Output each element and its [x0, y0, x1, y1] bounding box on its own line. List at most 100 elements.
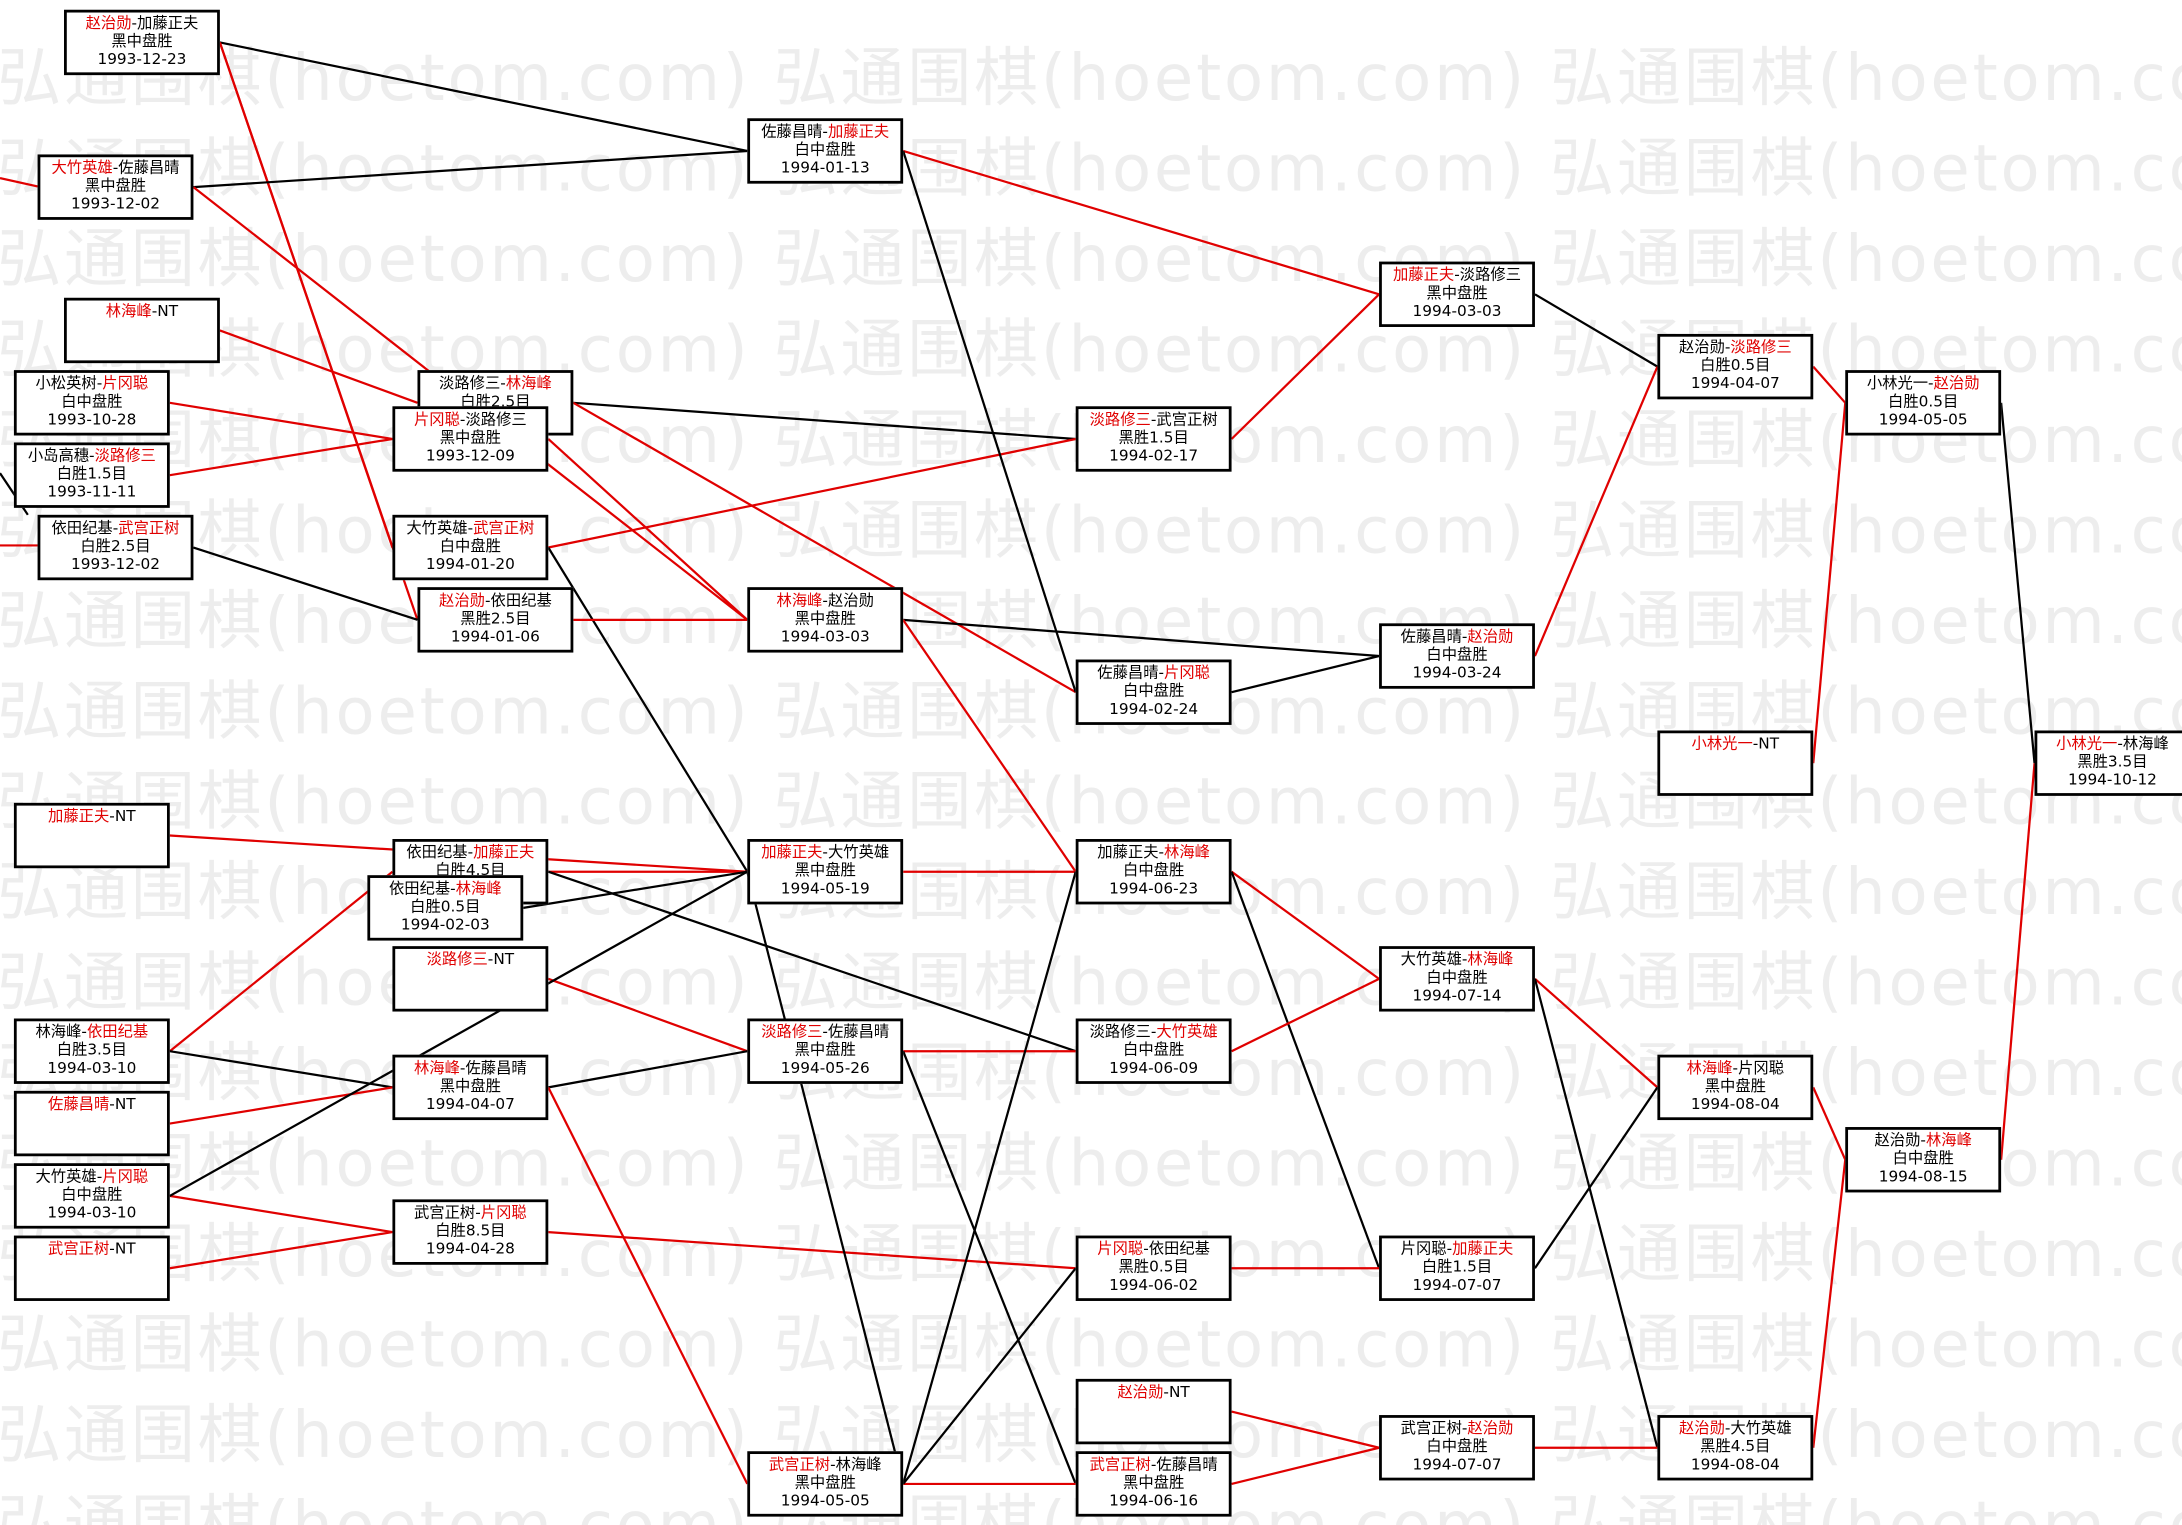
player-left: 佐藤昌晴 [48, 1095, 110, 1114]
match-result: 黑中盘胜 [794, 1473, 856, 1492]
match-box: 林海峰-NT [64, 297, 220, 364]
match-result: 黑中盘胜 [1426, 283, 1488, 302]
connector-line [548, 437, 1076, 549]
player-left: 片冈聪 [1400, 1239, 1447, 1258]
connector-line [547, 1086, 749, 1485]
match-players: 赵治勋-林海峰 [1848, 1131, 1998, 1149]
vs-dash: - [1461, 627, 1468, 646]
connector-line [1533, 366, 1659, 657]
player-right: 依田纪基 [490, 591, 552, 610]
match-players: 林海峰-佐藤昌晴 [395, 1059, 545, 1077]
match-result: 黑中盘胜 [439, 1076, 501, 1096]
match-date: 1994-08-04 [1690, 1455, 1780, 1474]
match-players: 小松英树-片冈聪 [17, 374, 167, 392]
player-right: NT [493, 950, 515, 969]
match-date: 1994-06-16 [1109, 1491, 1199, 1510]
player-left: 大竹英雄 [1400, 950, 1462, 969]
vs-dash: - [151, 301, 158, 321]
player-right: 赵治勋 [1933, 374, 1980, 393]
connector-line [902, 150, 1077, 693]
player-left: 加藤正夫 [48, 807, 110, 826]
vs-dash: - [467, 843, 474, 862]
vs-dash: - [487, 950, 494, 969]
connector-line [523, 870, 748, 909]
match-date: 1994-04-28 [425, 1239, 515, 1258]
match-date: 1993-11-11 [47, 482, 137, 501]
player-right: NT [114, 807, 136, 826]
match-result: 白中盘胜 [1426, 968, 1488, 987]
connector-line [902, 1267, 1077, 1485]
player-right: 片冈聪 [102, 1167, 149, 1186]
match-date: 1994-03-24 [1412, 663, 1502, 682]
match-date: 1994-05-05 [1878, 410, 1968, 429]
connector-line [1812, 365, 1847, 404]
player-left: 淡路修三 [761, 1022, 823, 1041]
vs-dash: - [109, 1239, 115, 1258]
match-date: 1993-12-23 [97, 50, 187, 69]
player-left: 大竹英雄 [51, 158, 113, 177]
connector-line [903, 618, 1380, 658]
player-left: 林海峰 [776, 591, 823, 610]
match-result: 黑中盘胜 [794, 1040, 856, 1059]
vs-dash: - [450, 879, 456, 898]
vs-dash: - [112, 158, 119, 177]
match-result: 白中盘胜 [1426, 1437, 1488, 1456]
vs-dash: - [96, 374, 103, 393]
player-left: 小林光一 [1866, 374, 1929, 393]
vs-dash: - [1461, 950, 1468, 969]
match-players: 武宫正树-佐藤昌晴 [1078, 1455, 1228, 1473]
vs-dash: - [96, 1167, 103, 1186]
player-right: 片冈聪 [1164, 663, 1210, 682]
match-result: 白中盘胜 [794, 140, 856, 159]
match-players: 林海峰-赵治勋 [750, 591, 900, 609]
match-players: 淡路修三-NT [395, 950, 545, 968]
match-date: 1994-03-03 [780, 627, 870, 646]
player-left: 淡路修三 [426, 950, 488, 969]
match-players: 武宫正树-NT [17, 1240, 167, 1258]
player-left: 依田纪基 [51, 518, 113, 538]
player-right: 加藤正夫 [827, 122, 890, 141]
match-players: 佐藤昌晴-片冈聪 [1078, 664, 1228, 682]
match-result: 黑胜3.5目 [2077, 752, 2148, 771]
player-left: 小松英树 [35, 374, 97, 393]
vs-dash: - [1724, 1419, 1731, 1438]
player-left: 佐藤昌晴 [761, 122, 823, 141]
connector-line [572, 401, 1077, 694]
player-right: 淡路修三 [1459, 265, 1521, 284]
match-players: 依田纪基-加藤正夫 [395, 843, 545, 861]
player-right: 依田纪基 [1148, 1239, 1210, 1258]
match-players: 佐藤昌晴-NT [17, 1095, 167, 1113]
vs-dash: - [1158, 843, 1165, 862]
vs-dash: - [81, 1022, 87, 1041]
vs-dash: - [1724, 338, 1731, 357]
player-left: 小岛高穗 [27, 446, 90, 465]
vs-dash: - [1461, 1419, 1468, 1438]
player-left: 片冈聪 [1097, 1239, 1144, 1258]
connector-line [548, 1230, 1076, 1270]
player-right: NT [1168, 1383, 1190, 1402]
player-left: 赵治勋 [1117, 1383, 1164, 1402]
player-right: 林海峰 [835, 1455, 882, 1474]
match-date: 1994-03-03 [1412, 301, 1502, 321]
vs-dash: - [1163, 1383, 1169, 1402]
connector-line [1230, 293, 1380, 440]
player-right: 片冈聪 [102, 374, 149, 393]
match-players: 赵治勋-加藤正夫 [67, 14, 217, 32]
match-players: 林海峰-片冈聪 [1660, 1059, 1810, 1077]
match-result: 白中盘胜 [61, 1185, 123, 1204]
vs-dash: - [822, 1022, 828, 1041]
connector-line [0, 177, 38, 188]
player-right: 依田纪基 [86, 1022, 149, 1041]
match-box: 加藤正夫-NT [13, 802, 170, 869]
player-left: 淡路修三 [1089, 410, 1151, 429]
player-left: 小林光一 [2056, 734, 2118, 753]
vs-dash: - [1752, 734, 1759, 753]
